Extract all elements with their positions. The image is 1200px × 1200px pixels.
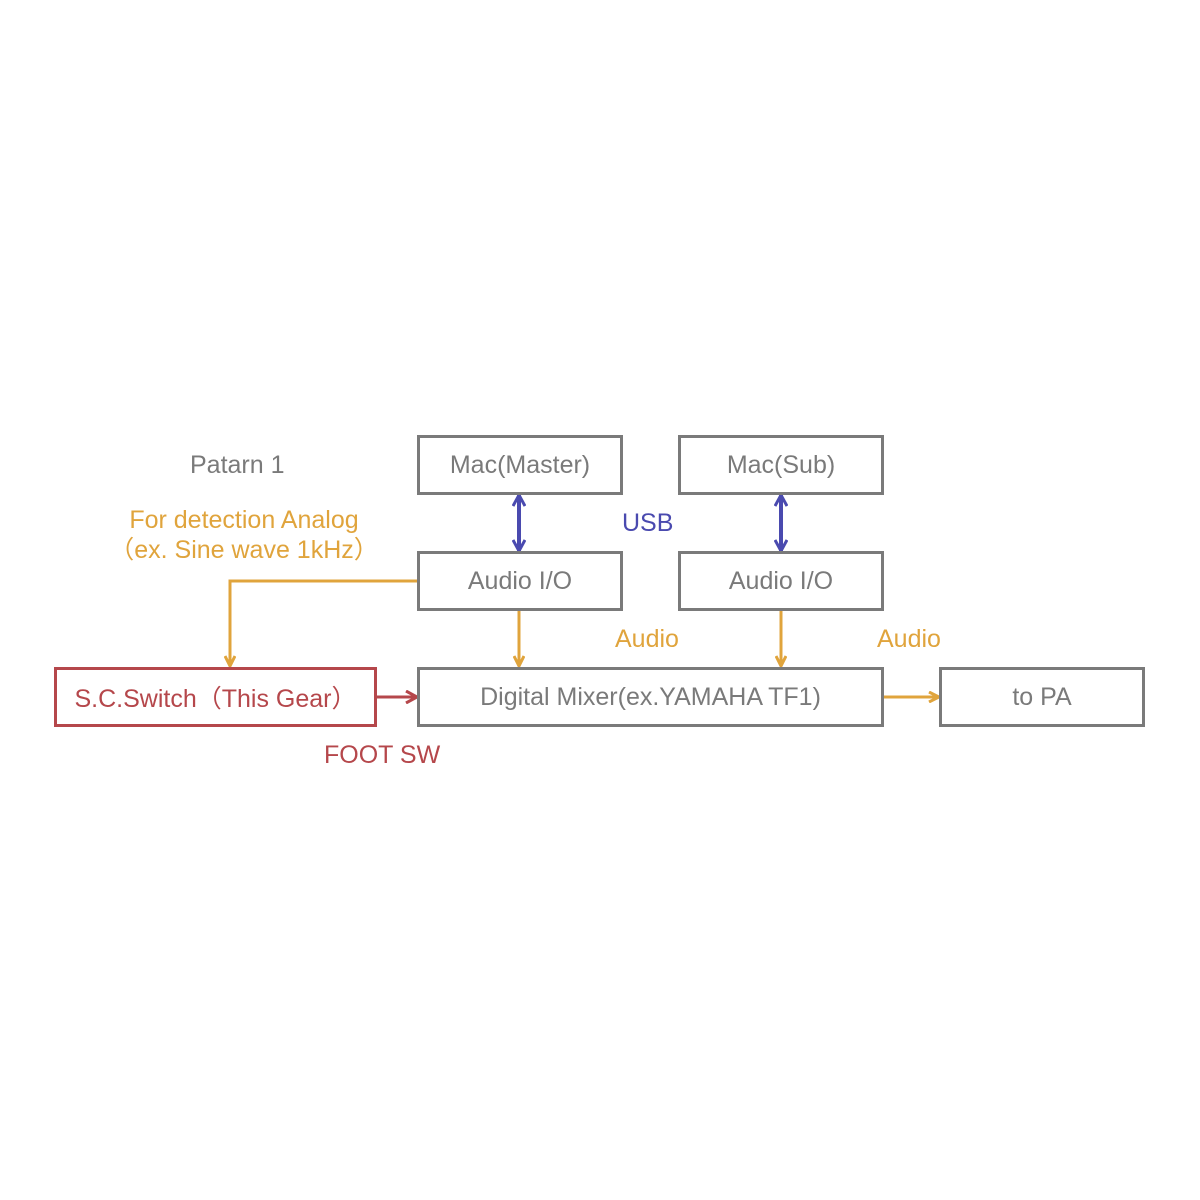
sc-switch-label: S.C.Switch（This Gear） (74, 685, 357, 713)
detection-label-line2: （ex. Sine wave 1kHz） (109, 536, 379, 564)
digital-mixer-box: Digital Mixer(ex.YAMAHA TF1) (417, 667, 884, 727)
mac-master-box: Mac(Master) (417, 435, 623, 495)
audio-io-label-2: Audio I/O (728, 566, 834, 595)
foot-sw-label: FOOT SW (324, 741, 441, 769)
detection-label: For detection Analog （ex. Sine wave 1kHz… (104, 505, 384, 565)
audio-label-2: Audio (877, 625, 941, 653)
audio-label-1: Audio (615, 625, 679, 653)
audio-io-box-2: Audio I/O (678, 551, 884, 611)
mac-sub-label: Mac(Sub) (726, 450, 836, 479)
digital-mixer-label: Digital Mixer(ex.YAMAHA TF1) (480, 682, 821, 711)
detection-label-line1: For detection Analog (129, 506, 359, 534)
sc-switch-box: S.C.Switch（This Gear） (54, 667, 377, 727)
to-pa-box: to PA (939, 667, 1145, 727)
audio-io-box-1: Audio I/O (417, 551, 623, 611)
mac-master-label: Mac(Master) (449, 450, 591, 479)
usb-label: USB (622, 509, 674, 537)
audio-io-label-1: Audio I/O (467, 566, 573, 595)
mac-sub-box: Mac(Sub) (678, 435, 884, 495)
diagram-title: Patarn 1 (190, 451, 285, 479)
to-pa-label: to PA (1012, 682, 1072, 711)
detection-arrow-io1-to-switch (230, 579, 417, 666)
